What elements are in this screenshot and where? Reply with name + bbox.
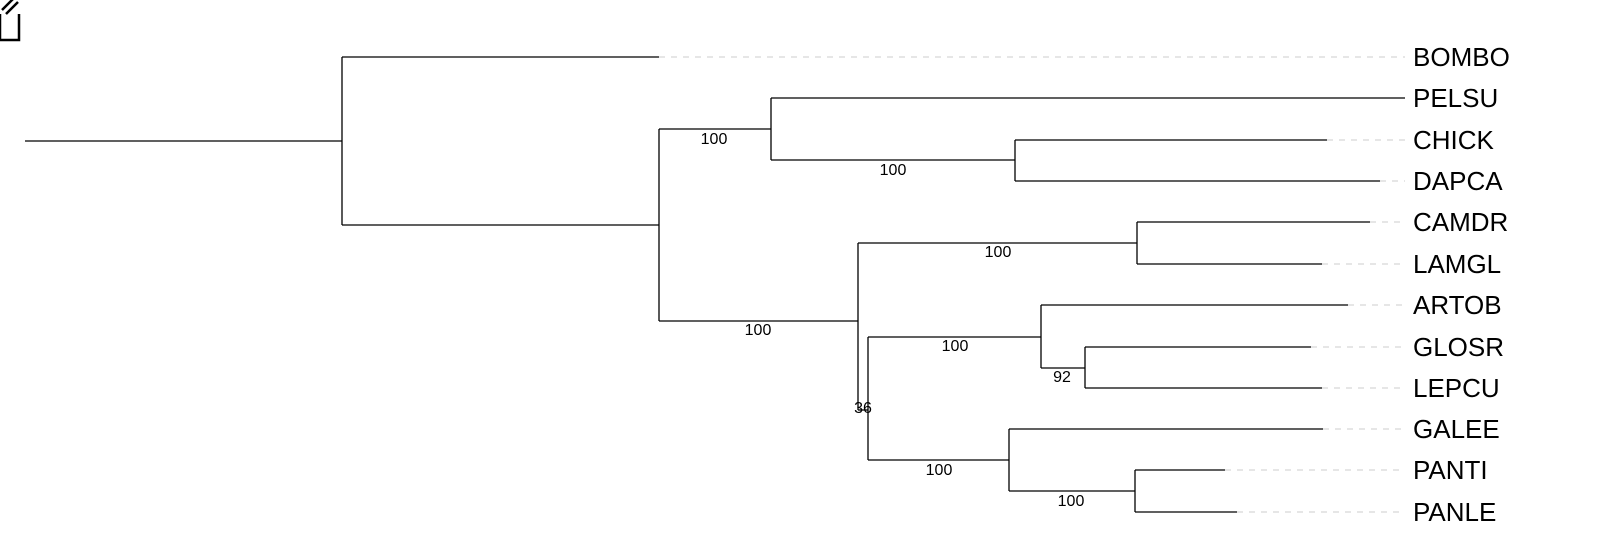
support-value: 100 <box>985 244 1012 261</box>
support-value: 100 <box>926 462 953 479</box>
leaf-label-lepcu: LEPCU <box>1413 373 1500 403</box>
leaf-label-panle: PANLE <box>1413 497 1496 527</box>
leaf-label-dapca: DAPCA <box>1413 166 1503 196</box>
leaf-label-bombo: BOMBO <box>1413 42 1510 72</box>
leaf-label-glosr: GLOSR <box>1413 332 1504 362</box>
leaf-label-pelsu: PELSU <box>1413 83 1498 113</box>
leaf-label-camdr: CAMDR <box>1413 207 1508 237</box>
support-value: 100 <box>880 162 907 179</box>
leaf-label-panti: PANTI <box>1413 455 1488 485</box>
leaf-label-lamgl: LAMGL <box>1413 249 1501 279</box>
support-value: 100 <box>942 338 969 355</box>
leaf-label-galee: GALEE <box>1413 414 1500 444</box>
support-value: 92 <box>1053 369 1071 386</box>
leaf-label-chick: CHICK <box>1413 125 1495 155</box>
leaf-label-artob: ARTOB <box>1413 290 1502 320</box>
support-value: 100 <box>745 322 772 339</box>
support-value: 36 <box>854 400 872 417</box>
edit-icon[interactable] <box>0 0 21 42</box>
support-value: 100 <box>1058 493 1085 510</box>
support-value: 100 <box>701 131 728 148</box>
